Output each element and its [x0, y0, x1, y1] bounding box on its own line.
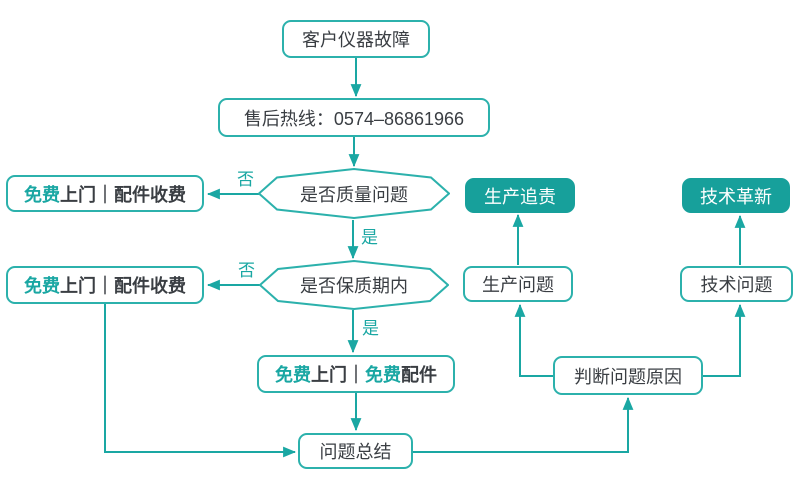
node-production-issue: 生产问题	[463, 266, 573, 302]
node-production-accountability-label: 生产追责	[484, 186, 556, 207]
visit-run: 上门｜	[311, 365, 365, 385]
node-tech-issue-label: 技术问题	[700, 275, 773, 295]
edge-label-quality-no: 否	[237, 170, 254, 189]
node-tech-issue: 技术问题	[680, 266, 793, 302]
node-summary: 问题总结	[298, 433, 413, 469]
node-summary-label: 问题总结	[319, 442, 392, 462]
node-production-issue-label: 生产问题	[482, 275, 554, 295]
node-tech-innovation-label: 技术革新	[700, 186, 772, 207]
hexagon-shape	[259, 260, 449, 310]
node-decision-quality: 是否质量问题	[258, 168, 450, 219]
node-decision-warranty-label: 是否保质期内	[300, 276, 408, 296]
node-determine-cause-label: 判断问题原因	[574, 366, 682, 387]
node-hotline-label: 售后热线：0574–86861966	[243, 108, 465, 129]
edge-summary-to-determine	[413, 396, 634, 453]
node-production-accountability: 生产追责	[465, 178, 575, 213]
node-free-visit-paid-parts-2: 免费上门｜配件收费	[6, 266, 204, 304]
free-run: 免费	[24, 276, 60, 296]
parts-run: 配件	[401, 365, 437, 385]
node-customer-fault-label: 客户仪器故障	[302, 30, 410, 50]
node-determine-cause: 判断问题原因	[553, 356, 703, 395]
edge-paidparts2-to-summary	[104, 304, 297, 458]
node-decision-warranty: 是否保质期内	[259, 260, 449, 310]
free-run: 免费	[24, 184, 60, 205]
node-tech-innovation: 技术革新	[682, 178, 790, 213]
edge-label-warranty-yes: 是	[362, 319, 379, 338]
hexagon-shape	[258, 168, 450, 219]
node-free-visit-free-parts: 免费上门｜免费配件	[257, 355, 455, 393]
node-hotline: 售后热线：0574–86861966	[218, 98, 490, 137]
node-free-visit-paid-parts-1: 免费上门｜配件收费	[6, 175, 204, 212]
edge-determine-to-tech	[703, 303, 746, 377]
paid-run: 上门｜配件收费	[60, 276, 186, 296]
edge-determine-to-production	[514, 303, 553, 377]
edge-label-warranty-no: 否	[238, 261, 255, 280]
edge-label-quality-yes: 是	[361, 228, 378, 247]
node-decision-quality-label: 是否质量问题	[300, 184, 408, 205]
free-run: 免费	[275, 365, 311, 385]
free-run-2: 免费	[365, 365, 401, 385]
node-customer-fault: 客户仪器故障	[282, 20, 430, 58]
paid-run: 上门｜配件收费	[60, 184, 186, 205]
